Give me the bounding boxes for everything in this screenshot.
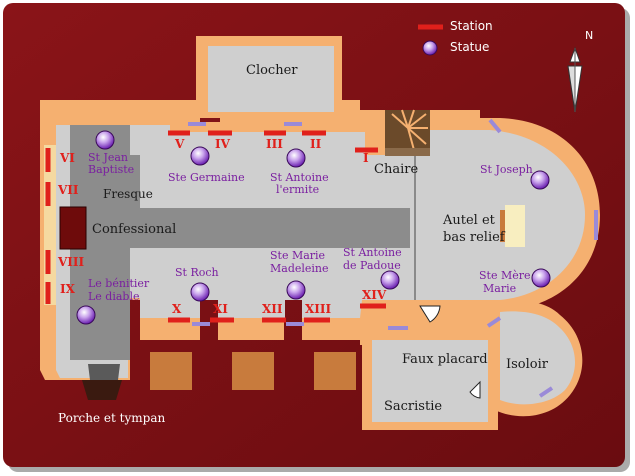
statue-diable: Le diable	[88, 290, 140, 303]
station-label-5: V	[175, 137, 185, 151]
statue-mere-marie-line1: Ste Mère	[479, 269, 531, 282]
statue-jean-baptiste-line1: St Jean	[88, 151, 129, 164]
statue-markers	[76, 130, 551, 325]
statue-antoine-padoue-line2: de Padoue	[343, 259, 401, 272]
porche-label: Porche et tympan	[58, 411, 166, 425]
station-label-12: XII	[262, 302, 283, 316]
confessional-label: Confessional	[92, 222, 177, 237]
statue-antoine-ermite-line1: St Antoine	[270, 171, 329, 184]
pulpit-stairs	[385, 109, 430, 156]
station-label-9: IX	[60, 282, 75, 296]
chaire-label: Chaire	[374, 162, 419, 177]
faux-placard-label: Faux placard	[402, 352, 488, 367]
floors	[56, 46, 585, 422]
station-label-4: IV	[215, 137, 230, 151]
legend-station-label: Station	[450, 19, 493, 33]
statue-marie-madeleine-line2: Madeleine	[270, 262, 329, 275]
porch-doorway	[82, 380, 122, 400]
station-label-3: III	[266, 137, 283, 151]
isoloir-floor	[500, 311, 576, 405]
door-swings	[419, 305, 481, 399]
doors	[188, 118, 598, 398]
legend	[418, 24, 443, 56]
central-aisle	[70, 125, 410, 360]
statue-roch: St Roch	[175, 266, 219, 279]
statue-antoine-ermite-line2: l'ermite	[276, 183, 320, 196]
confessional-box	[59, 206, 87, 250]
statue-benitier: Le bénitier	[88, 277, 150, 290]
clocher-floor	[208, 46, 334, 112]
station-label-7: VII	[58, 183, 79, 197]
station-label-2: II	[310, 137, 322, 151]
sacristie-label: Sacristie	[384, 399, 443, 414]
autel-label-line2: bas relief	[443, 230, 505, 245]
nave-floor	[56, 125, 410, 378]
altar	[505, 205, 525, 247]
statue-jean-baptiste-line2: Baptiste	[88, 163, 135, 176]
station-label-10: X	[172, 302, 182, 316]
legend-statue-label: Statue	[450, 40, 490, 54]
north-arrow	[567, 46, 583, 113]
statue-joseph: St Joseph	[480, 163, 533, 176]
statue-antoine-padoue-line1: St Antoine	[343, 246, 402, 259]
altar-step	[500, 210, 505, 242]
station-label-6: VI	[60, 151, 75, 165]
station-label-13: XIII	[305, 302, 332, 316]
station-markers	[45, 130, 386, 323]
station-label-1: I	[363, 151, 369, 165]
porch-step	[88, 364, 120, 380]
station-label-14: XIV	[362, 288, 387, 302]
statue-germaine: Ste Germaine	[168, 171, 245, 184]
fresque-label: Fresque	[103, 187, 153, 201]
statue-marie-madeleine-line1: Ste Marie	[270, 249, 326, 262]
sacristie-floor	[372, 340, 488, 422]
isoloir-label: Isoloir	[506, 357, 548, 372]
station-label-11: XI	[213, 302, 228, 316]
legend-statue-swatch	[422, 40, 438, 56]
autel-label-line1: Autel et	[443, 213, 495, 228]
north-label: N	[585, 29, 594, 42]
side-chapels	[150, 352, 356, 390]
station-label-8: VIII	[58, 255, 85, 269]
clocher-label: Clocher	[246, 63, 298, 78]
statue-mere-marie-line2: Marie	[483, 282, 517, 295]
